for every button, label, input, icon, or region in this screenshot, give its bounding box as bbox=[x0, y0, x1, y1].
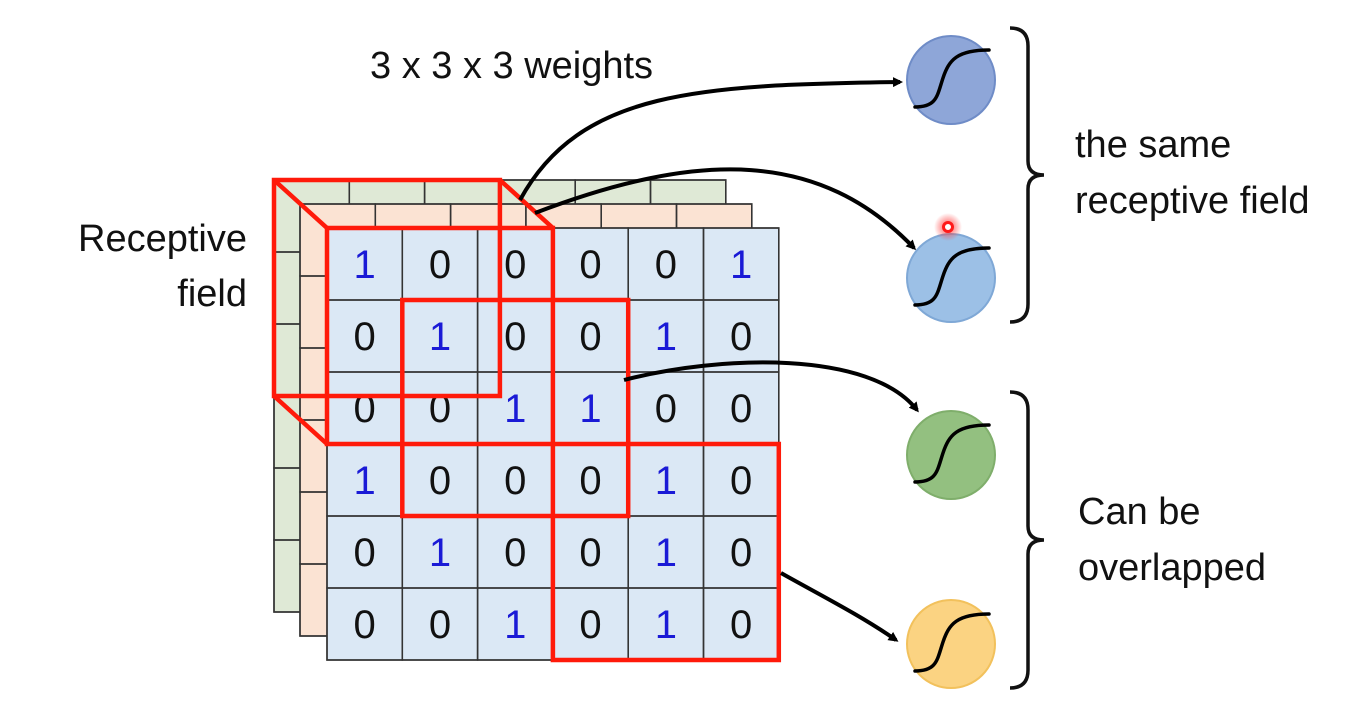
cell-value: 0 bbox=[579, 603, 601, 647]
cell-value: 0 bbox=[504, 243, 526, 287]
weights-label: 3 x 3 x 3 weights bbox=[370, 45, 654, 87]
depth-edge bbox=[272, 394, 329, 446]
cell-value: 0 bbox=[579, 243, 601, 287]
sigmoid-icon bbox=[913, 612, 991, 673]
can-be-overlapped-line2: overlapped bbox=[1078, 547, 1267, 589]
arrow-to-neuron-yellow bbox=[780, 571, 899, 642]
receptive-field-highlights bbox=[271, 177, 782, 663]
rf-top-left-box bbox=[324, 225, 556, 447]
cell-value: 1 bbox=[354, 459, 376, 503]
cell-value: 0 bbox=[504, 459, 526, 503]
cell-value: 0 bbox=[429, 459, 451, 503]
cell-value: 0 bbox=[655, 387, 677, 431]
connection-arrows bbox=[518, 77, 919, 642]
cell-value: 1 bbox=[504, 387, 526, 431]
cell-value: 0 bbox=[579, 459, 601, 503]
same-receptive-field-line1: the same bbox=[1075, 124, 1232, 166]
arrow-to-neuron-blue-dark bbox=[518, 77, 903, 201]
depth-edge bbox=[498, 178, 555, 230]
cursor-indicator bbox=[934, 213, 962, 241]
cell-value: 0 bbox=[429, 243, 451, 287]
input-image-channels: 1 0 0 0 0 1 0 1 0 0 1 0 0 0 1 1 0 0 1 0 0 0 1 0 0 1 0 0 1 0 0 0 1 0 1 0 bbox=[273, 179, 780, 661]
cell-value: 0 bbox=[730, 459, 752, 503]
rf-top-left-back-box bbox=[271, 177, 503, 399]
rf-bottom-right bbox=[550, 441, 782, 663]
neuron-green bbox=[906, 410, 996, 500]
braces bbox=[1009, 26, 1045, 690]
cell-value: 1 bbox=[429, 531, 451, 575]
neuron-blue-light bbox=[906, 233, 996, 323]
can-be-overlapped-line1: Can be bbox=[1078, 491, 1201, 533]
cell-value: 1 bbox=[655, 531, 677, 575]
cell-value: 0 bbox=[354, 315, 376, 359]
brace-can-be-overlapped bbox=[1009, 390, 1045, 690]
receptive-field-label-line1: Receptive bbox=[78, 218, 247, 260]
neuron-circle bbox=[906, 599, 996, 689]
cell-value: 0 bbox=[504, 531, 526, 575]
cell-value: 1 bbox=[579, 387, 601, 431]
neuron-blue-dark bbox=[906, 35, 996, 125]
neuron-circle bbox=[906, 410, 996, 500]
receptive-field-label-line2: field bbox=[177, 273, 247, 315]
cell-value: 0 bbox=[579, 315, 601, 359]
cell-value: 1 bbox=[429, 315, 451, 359]
sigmoid-icon bbox=[913, 246, 991, 307]
rf-center bbox=[400, 297, 631, 519]
sigmoid-icon bbox=[913, 48, 991, 109]
cell-value: 0 bbox=[730, 315, 752, 359]
cell-value: 1 bbox=[504, 603, 526, 647]
cell-value: 0 bbox=[655, 243, 677, 287]
cell-value: 0 bbox=[354, 531, 376, 575]
cell-value: 1 bbox=[655, 315, 677, 359]
depth-edge bbox=[272, 178, 329, 230]
neuron-circle bbox=[906, 35, 996, 125]
brace-same-receptive-field bbox=[1009, 26, 1045, 324]
sigmoid-icon bbox=[913, 423, 991, 484]
cell-value: 1 bbox=[655, 603, 677, 647]
cell-value: 0 bbox=[504, 315, 526, 359]
cursor-dot bbox=[942, 221, 954, 233]
cell-value: 0 bbox=[429, 387, 451, 431]
cell-value: 0 bbox=[354, 387, 376, 431]
cell-value: 1 bbox=[730, 243, 752, 287]
same-receptive-field-line2: receptive field bbox=[1075, 180, 1310, 222]
cell-value: 0 bbox=[579, 531, 601, 575]
rf-bottom-right-box bbox=[550, 441, 782, 663]
cell-value: 1 bbox=[655, 459, 677, 503]
arrow-to-neuron-green bbox=[623, 360, 919, 413]
neurons bbox=[906, 35, 996, 689]
cell-value: 1 bbox=[354, 243, 376, 287]
cell-value: 0 bbox=[354, 603, 376, 647]
neuron-yellow bbox=[906, 599, 996, 689]
cell-value: 0 bbox=[730, 531, 752, 575]
cell-value: 0 bbox=[429, 603, 451, 647]
cell-value: 0 bbox=[730, 387, 752, 431]
rf-center-box bbox=[400, 297, 631, 519]
cell-value: 0 bbox=[730, 603, 752, 647]
arrow-to-neuron-blue-light bbox=[534, 167, 917, 251]
rf-top-left bbox=[271, 177, 556, 447]
